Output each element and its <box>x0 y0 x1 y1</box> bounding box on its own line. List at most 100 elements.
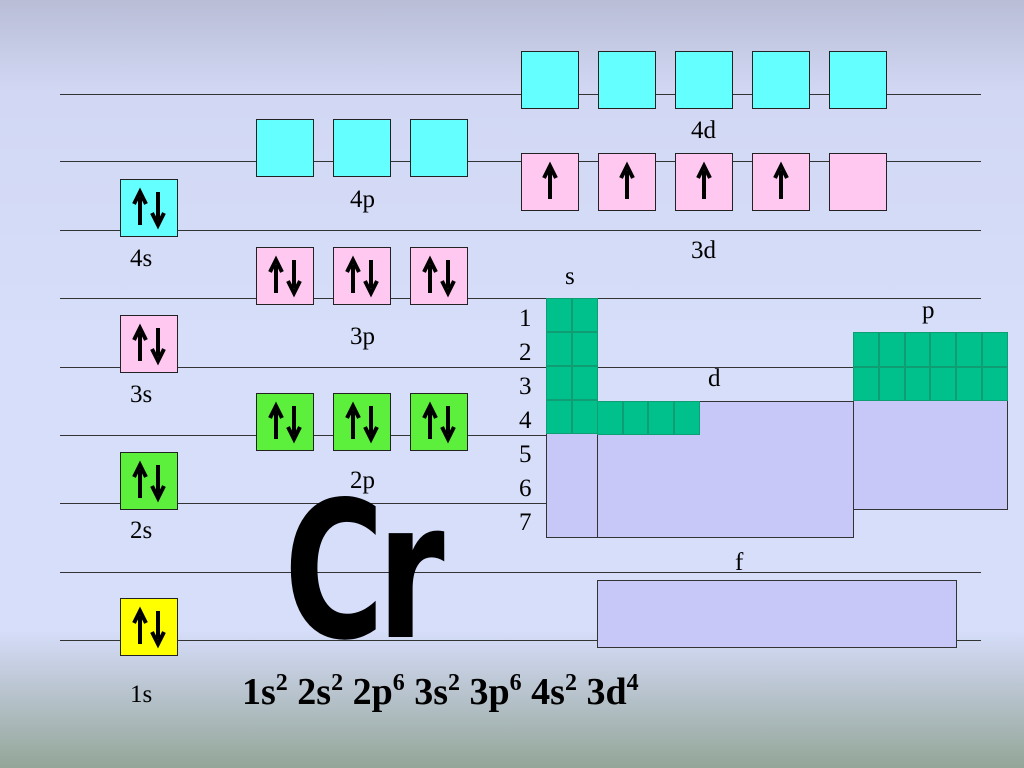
spin-up-arrow-icon <box>696 161 712 199</box>
orbital-box-3p <box>256 247 314 305</box>
electron-configuration: 1s2 2s2 2p6 3s2 3p6 4s2 3d4 <box>242 670 639 714</box>
spin-down-arrow-icon <box>363 406 379 444</box>
s-block-cell <box>572 366 598 400</box>
orbital-label-3p: 3p <box>350 323 375 350</box>
p-block-cell <box>853 366 879 401</box>
p-block-cell <box>956 366 982 401</box>
spin-down-arrow-icon <box>150 611 166 649</box>
p-block-cell <box>878 332 905 367</box>
f-block-label: f <box>735 549 744 576</box>
p-block-cell <box>878 366 905 401</box>
orbital-label-2s: 2s <box>130 517 153 544</box>
orbital-box-4d <box>675 51 733 109</box>
spin-down-arrow-icon <box>440 260 456 298</box>
orbital-box-2p <box>333 393 391 451</box>
d-block-cell <box>648 401 675 435</box>
period-number: 7 <box>519 509 532 536</box>
f-block-zone <box>597 580 957 648</box>
spin-up-arrow-icon <box>422 401 438 439</box>
s-block-cell <box>546 332 572 366</box>
spin-up-arrow-icon <box>268 255 284 293</box>
s-block-cell <box>546 366 572 400</box>
orbital-box-3d <box>521 153 579 211</box>
period-number: 3 <box>519 373 532 400</box>
orbital-box-3d <box>752 153 810 211</box>
p-block-cell <box>904 366 931 401</box>
energy-line <box>60 367 981 368</box>
orbital-box-2p <box>256 393 314 451</box>
energy-line <box>60 298 981 299</box>
config-term: 3p6 <box>469 670 522 713</box>
d-block-cell <box>622 401 649 435</box>
p-block-cell <box>930 366 957 401</box>
spin-up-arrow-icon <box>542 161 558 199</box>
orbital-label-4d: 4d <box>691 117 716 144</box>
orbital-box-3d <box>675 153 733 211</box>
period-number: 2 <box>519 339 532 366</box>
spin-down-arrow-icon <box>286 406 302 444</box>
p-block-cell <box>982 332 1008 367</box>
config-term: 4s2 <box>531 670 577 713</box>
spin-up-arrow-icon <box>619 161 635 199</box>
spin-up-arrow-icon <box>345 401 361 439</box>
p-block-cell <box>956 332 982 367</box>
element-symbol: Cr <box>284 461 445 682</box>
period-number: 6 <box>519 475 532 502</box>
config-term: 3d4 <box>586 670 639 713</box>
spin-down-arrow-icon <box>286 260 302 298</box>
s-block-cell <box>546 298 572 332</box>
orbital-label-1s: 1s <box>130 681 153 708</box>
spin-up-arrow-icon <box>268 401 284 439</box>
orbital-box-3d <box>598 153 656 211</box>
orbital-box-4p <box>410 119 468 177</box>
orbital-box-4d <box>598 51 656 109</box>
spin-up-arrow-icon <box>132 187 148 225</box>
spin-up-arrow-icon <box>132 460 148 498</box>
spin-up-arrow-icon <box>422 255 438 293</box>
energy-line <box>60 572 981 573</box>
orbital-box-3p <box>333 247 391 305</box>
orbital-label-3d: 3d <box>691 237 716 264</box>
orbital-box-2s <box>120 452 178 510</box>
period-number: 5 <box>519 441 532 468</box>
orbital-box-4p <box>256 119 314 177</box>
p-block-cell <box>930 332 957 367</box>
orbital-box-4d <box>829 51 887 109</box>
p-block-cell <box>904 332 931 367</box>
orbital-label-4p: 4p <box>350 186 375 213</box>
config-term: 2s2 <box>297 670 344 713</box>
orbital-box-3s <box>120 315 178 373</box>
orbital-box-1s <box>120 598 178 656</box>
energy-line <box>60 435 981 436</box>
spin-up-arrow-icon <box>345 255 361 293</box>
energy-line <box>60 503 981 504</box>
energy-line <box>60 640 981 641</box>
s-block-label: s <box>565 263 575 290</box>
p-block-cell <box>982 366 1008 401</box>
config-term: 1s2 <box>242 670 288 713</box>
s-block-cell <box>572 332 598 366</box>
s-block-cell <box>572 298 598 332</box>
config-term: 3s2 <box>414 670 461 713</box>
spin-down-arrow-icon <box>363 260 379 298</box>
orbital-label-2p: 2p <box>350 467 375 494</box>
orbital-box-3d <box>829 153 887 211</box>
d-block-label: d <box>708 365 721 392</box>
s-block-cell <box>572 400 598 434</box>
config-term: 2p6 <box>352 670 405 713</box>
p-block-cell <box>853 332 879 367</box>
spin-down-arrow-icon <box>440 406 456 444</box>
energy-line <box>60 94 981 95</box>
orbital-label-3s: 3s <box>130 381 153 408</box>
orbital-box-4p <box>333 119 391 177</box>
energy-line <box>60 161 981 162</box>
d-block-cell <box>597 401 623 435</box>
period-number: 4 <box>519 407 532 434</box>
orbital-label-4s: 4s <box>130 245 153 272</box>
orbital-box-2p <box>410 393 468 451</box>
spin-up-arrow-icon <box>132 323 148 361</box>
p-block-label: p <box>922 297 935 324</box>
spin-down-arrow-icon <box>150 465 166 503</box>
orbital-box-4d <box>521 51 579 109</box>
orbital-box-4s <box>120 179 178 237</box>
